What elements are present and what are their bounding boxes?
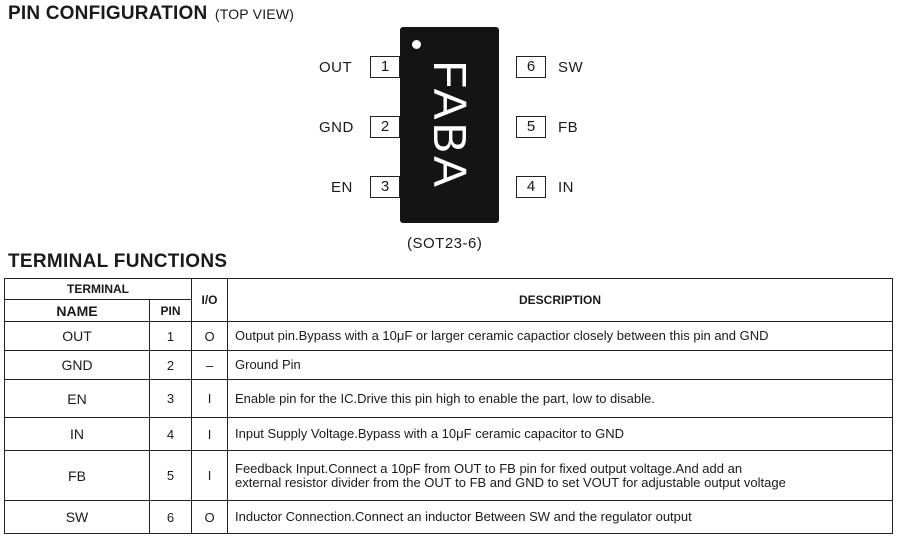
table-row: EN 3 I Enable pin for the IC.Drive this … [4,379,893,418]
io-header: I/O [191,278,228,322]
pin-3-name: EN [331,179,353,196]
row-name: FB [4,450,150,501]
row-description: Enable pin for the IC.Drive this pin hig… [227,379,893,418]
row-pin: 4 [149,417,192,451]
table-row: GND 2 – Ground Pin [4,350,893,380]
table-row: FB 5 I Feedback Input.Connect a 10pF fro… [4,450,893,501]
terminal-header: TERMINAL [4,278,192,300]
row-description-line-2: external resistor divider from the OUT t… [235,474,786,490]
terminal-functions-table: TERMINAL I/O DESCRIPTION NAME PIN OUT 1 … [4,278,893,534]
pin-2-number: 2 [370,116,400,138]
pin-1-number: 1 [370,56,400,78]
row-io: I [191,450,228,501]
row-pin: 1 [149,321,192,351]
row-io: – [191,350,228,380]
row-io: I [191,417,228,451]
row-name: SW [4,500,150,534]
table-header-row: TERMINAL I/O DESCRIPTION [4,278,893,322]
pin-header: PIN [149,299,192,322]
row-description: Inductor Connection.Connect an inductor … [227,500,893,534]
row-io: I [191,379,228,418]
row-pin: 3 [149,379,192,418]
row-description: Ground Pin [227,350,893,380]
name-header: NAME [4,299,150,322]
pin-configuration-title: PIN CONFIGURATION [8,3,208,24]
row-name: OUT [4,321,150,351]
table-row: IN 4 I Input Supply Voltage.Bypass with … [4,417,893,451]
description-header: DESCRIPTION [227,278,893,322]
row-pin: 2 [149,350,192,380]
terminal-functions-title: TERMINAL FUNCTIONS [8,251,228,272]
table-row: SW 6 O Inductor Connection.Connect an in… [4,500,893,534]
pin-6-name: SW [558,59,584,76]
row-name: IN [4,417,150,451]
row-description: Output pin.Bypass with a 10μF or larger … [227,321,893,351]
row-description: Feedback Input.Connect a 10pF from OUT t… [227,450,893,501]
pin-4-number: 4 [516,176,546,198]
package-label: (SOT23-6) [407,235,483,252]
row-pin: 6 [149,500,192,534]
pin-4-name: IN [558,179,574,196]
pin1-indicator-dot [412,40,421,49]
pin-2-name: GND [319,119,354,136]
table-subheader-row: NAME PIN [4,299,893,322]
pin-configuration-subtitle: (TOP VIEW) [214,6,295,22]
row-io: O [191,500,228,534]
pin-1-name: OUT [319,59,353,76]
row-io: O [191,321,228,351]
row-name: GND [4,350,150,380]
row-name: EN [4,379,150,418]
ic-package-body: FABA [400,27,499,223]
row-description: Input Supply Voltage.Bypass with a 10μF … [227,417,893,451]
pin-6-number: 6 [516,56,546,78]
pin-5-name: FB [558,119,579,136]
row-description-line-1: Feedback Input.Connect a 10pF from OUT t… [235,460,743,476]
row-pin: 5 [149,450,192,501]
table-row: OUT 1 O Output pin.Bypass with a 10μF or… [4,321,893,351]
chip-marking: FABA [423,60,476,190]
pin-3-number: 3 [370,176,400,198]
pin-5-number: 5 [516,116,546,138]
pin-configuration-heading: PIN CONFIGURATION (TOP VIEW) [8,3,294,25]
